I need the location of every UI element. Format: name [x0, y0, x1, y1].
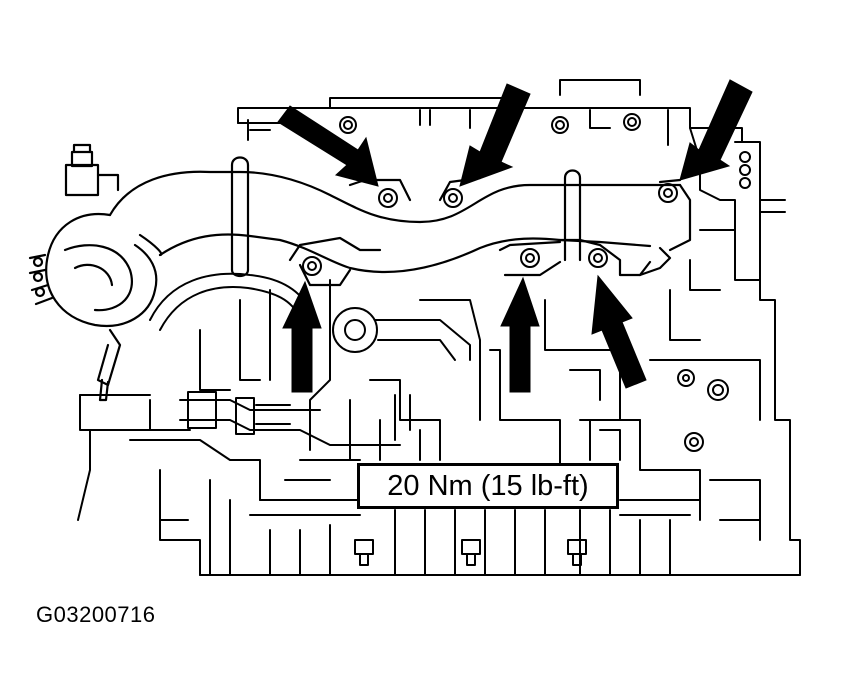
arrow-bolt-upper-right: [679, 79, 753, 181]
bolt-upper-3: [658, 183, 678, 203]
arrow-bolt-lower-right: [591, 274, 647, 389]
flange-bolts: [302, 183, 678, 276]
bolt-upper-1: [378, 188, 398, 208]
arrow-bolt-lower-center: [500, 276, 540, 393]
bolt-lower-3: [588, 248, 608, 268]
figure-id: G03200716: [36, 602, 156, 627]
bolt-lower-1: [302, 256, 322, 276]
bolt-lower-2: [520, 248, 540, 268]
torque-callout: 20 Nm (15 lb-ft): [357, 463, 619, 509]
arrow-bolt-lower-left: [282, 280, 322, 393]
arrow-bolt-upper-center: [459, 83, 531, 187]
bolt-upper-2: [443, 188, 463, 208]
exhaust-manifold: [28, 143, 692, 402]
arrow-bolt-upper-left: [277, 105, 379, 187]
engine-block: [77, 79, 801, 576]
